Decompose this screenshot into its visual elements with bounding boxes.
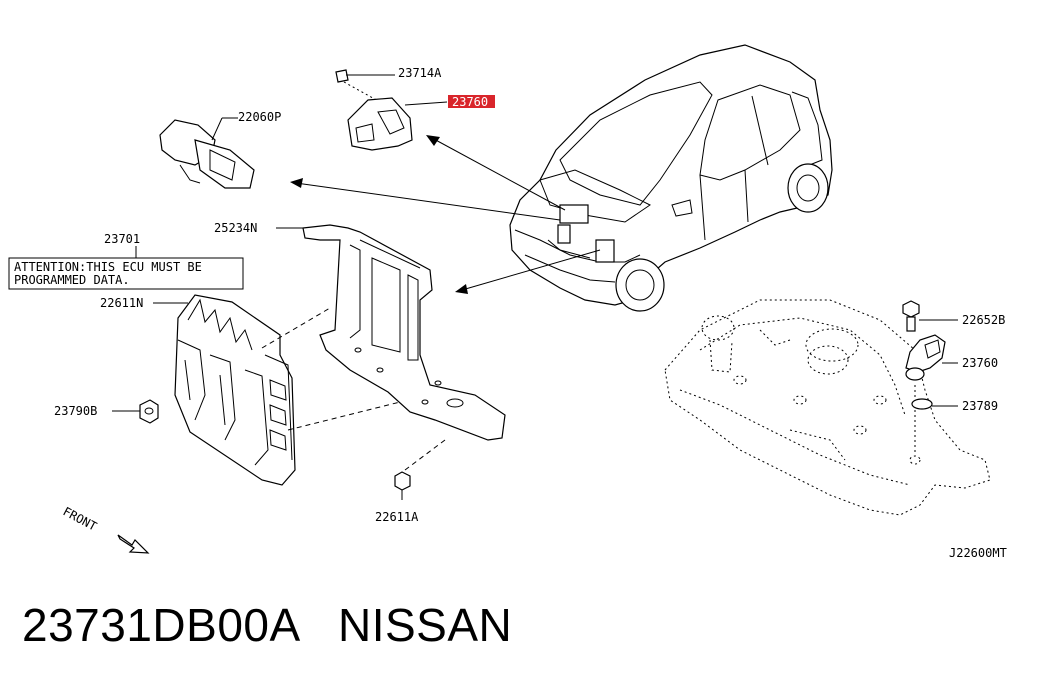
ecu-module xyxy=(135,246,401,486)
label-23760: 23760 xyxy=(962,356,998,370)
label-22652B: 22652B xyxy=(962,313,1005,327)
attention-box xyxy=(8,257,244,290)
vehicle-illustration xyxy=(509,44,833,312)
knock-sensor xyxy=(159,117,255,189)
caption-brand: NISSAN xyxy=(337,599,513,651)
label-22611N: 22611N xyxy=(100,296,143,310)
label-23760-highlighted: 23760 xyxy=(452,95,488,109)
label-front: FRONT xyxy=(61,504,99,533)
cam-sensor-top xyxy=(335,69,448,151)
front-direction-indicator xyxy=(117,534,150,554)
bolt-22611A xyxy=(394,439,446,500)
caption-part-number: 23731DB00A xyxy=(22,599,299,651)
cam-sensor-right xyxy=(902,300,958,410)
parts-diagram: 23714A 23760 22060P 25234N 23701 ATTENTI… xyxy=(8,44,1007,560)
part-caption: 23731DB00A NISSAN xyxy=(22,598,512,652)
label-23701: 23701 xyxy=(104,232,140,246)
label-22060P: 22060P xyxy=(238,110,281,124)
diagram-code: J22600MT xyxy=(949,546,1007,560)
attention-line-1: ATTENTION:THIS ECU MUST BE xyxy=(14,260,202,274)
nut-23790B xyxy=(112,399,159,424)
ecu-bracket xyxy=(276,224,506,441)
label-25234N: 25234N xyxy=(214,221,257,235)
pointer-arrows xyxy=(290,135,601,294)
label-23789: 23789 xyxy=(962,399,998,413)
engine-illustration xyxy=(664,299,991,516)
highlight-box xyxy=(448,95,495,108)
label-23790B: 23790B xyxy=(54,404,97,418)
label-22611A: 22611A xyxy=(375,510,419,524)
label-23714A: 23714A xyxy=(398,66,442,80)
attention-line-2: PROGRAMMED DATA. xyxy=(14,273,130,287)
